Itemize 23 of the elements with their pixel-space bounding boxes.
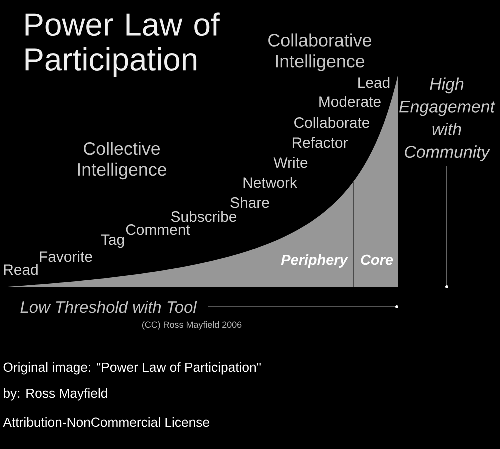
activity-label: Tag	[101, 234, 124, 248]
axis-label: High Engagement with Community	[400, 78, 496, 162]
activity-label: Subscribe	[171, 211, 237, 222]
heading: Collective Intelligence	[78, 142, 167, 180]
attribution-text: by: Ross Mayfield	[4, 388, 108, 401]
attribution-text: Original image: "Power Law of Participation"	[4, 362, 261, 375]
activity-label: Comment	[126, 224, 190, 236]
activity-label: Read	[4, 264, 38, 276]
activity-label: Share	[230, 197, 270, 208]
activity-label: Collaborate	[294, 117, 370, 128]
activity-label: Moderate	[320, 96, 381, 108]
region-label: Core	[361, 254, 394, 266]
title: Power Law of Participation	[26, 12, 220, 78]
activity-label: Favorite	[40, 251, 92, 262]
attribution-text: Attribution-NonCommercial License	[3, 417, 210, 428]
activity-label: Write	[274, 157, 308, 168]
credit-text: (CC) Ross Mayfield 2006	[142, 322, 242, 330]
activity-label: Lead	[358, 77, 390, 88]
activity-label: Refactor	[292, 137, 348, 148]
axis-label: Low Threshold with Tool	[20, 301, 198, 314]
heading: Collaborative Intelligence	[268, 34, 372, 72]
region-label: Periphery	[281, 254, 348, 268]
activity-label: Network	[244, 177, 298, 188]
